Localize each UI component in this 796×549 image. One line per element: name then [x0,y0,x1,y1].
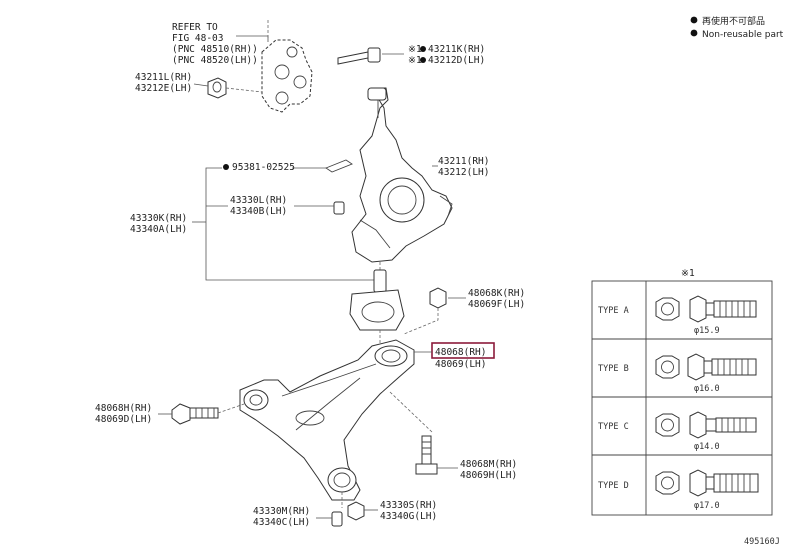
label-43211: 43211(RH) [438,156,489,167]
refer-line-1: REFER TO [172,22,218,33]
small-part-43330L-drawing [294,201,345,215]
label-48068: 48068(RH) [435,347,486,358]
label-48069D: 48069D(LH) [95,414,152,425]
filled-dot-icon [420,57,426,63]
diameter-label: φ17.0 [694,501,720,511]
label-43212D: 43212D(LH) [428,55,485,66]
type-row-d: TYPE D φ17.0 [598,469,759,511]
type-label: TYPE C [598,422,629,432]
type-row-b: TYPE B φ16.0 [598,353,757,394]
small-part-43330S-drawing [347,501,378,521]
legend-non-reusable-text: Non-reusable part [702,30,784,40]
label-43212: 43212(LH) [438,167,489,178]
label-43212E: 43212E(LH) [135,83,192,94]
refer-note: REFER TO FIG 48-03 (PNC 48510(RH)) (PNC … [172,22,269,66]
bolt-43211K-drawing [337,47,404,65]
refer-line-2: FIG 48-03 [172,33,223,44]
mark-x1-a: ※1 [408,44,422,55]
label-43330M: 43330M(RH) [253,506,310,517]
mark-x1-b: ※1 [408,55,422,66]
type-label: TYPE A [598,306,629,316]
refer-line-4: (PNC 48520(LH)) [172,55,258,66]
refer-line-3: (PNC 48510(RH)) [172,44,258,55]
label-95381: 95381-02525 [232,162,295,173]
small-part-43330M-drawing [316,511,343,527]
type-row-a: TYPE A φ15.9 [598,295,757,336]
steering-knuckle-drawing [351,87,453,282]
type-label: TYPE B [598,364,629,374]
label-43340B: 43340B(LH) [230,206,287,217]
label-48069: 48069(LH) [435,359,486,370]
label-48068H: 48068H(RH) [95,403,152,414]
label-43330L: 43330L(RH) [230,195,287,206]
diameter-label: φ15.9 [694,326,720,336]
filled-dot-icon [690,16,698,24]
filled-dot-icon [420,46,426,52]
filled-dot-icon [223,164,229,170]
label-48068K: 48068K(RH) [468,288,525,299]
cotter-pin-drawing [292,159,353,173]
label-43211K: 43211K(RH) [428,44,485,55]
diameter-label: φ14.0 [694,442,720,452]
figure-id: 495160J [744,537,780,547]
label-43330S: 43330S(RH) [380,500,437,511]
legend: 再使用不可部品 Non-reusable part [690,15,784,40]
type-row-c: TYPE C φ14.0 [598,411,757,452]
type-table-header: ※1 [681,268,695,279]
filled-dot-icon [690,29,698,37]
nut-48068K-drawing [403,287,466,335]
ball-joint-drawing [349,269,405,348]
diameter-label: φ16.0 [694,384,720,394]
bolt-48068H-drawing [171,403,245,425]
label-43340C: 43340C(LH) [253,517,310,528]
nut-43211L-drawing [207,77,263,99]
type-label: TYPE D [598,481,629,491]
label-48069F: 48069F(LH) [468,299,525,310]
label-43330K: 43330K(RH) [130,213,187,224]
bolt-type-table: ※1 TYPE A φ15.9 TYPE B φ16.0 [591,268,773,516]
legend-reuse-text: 再使用不可部品 [702,15,765,27]
label-43211L: 43211L(RH) [135,72,192,83]
highlight-box [431,342,495,359]
label-48068M: 48068M(RH) [460,459,517,470]
label-43340G: 43340G(LH) [380,511,437,522]
strut-bracket-drawing [261,20,313,113]
group-bracket-line [205,167,380,281]
label-48069H: 48069H(LH) [460,470,517,481]
lower-control-arm-drawing [239,339,433,508]
label-43340A: 43340A(LH) [130,224,187,235]
bolt-48068M-drawing [415,435,458,475]
